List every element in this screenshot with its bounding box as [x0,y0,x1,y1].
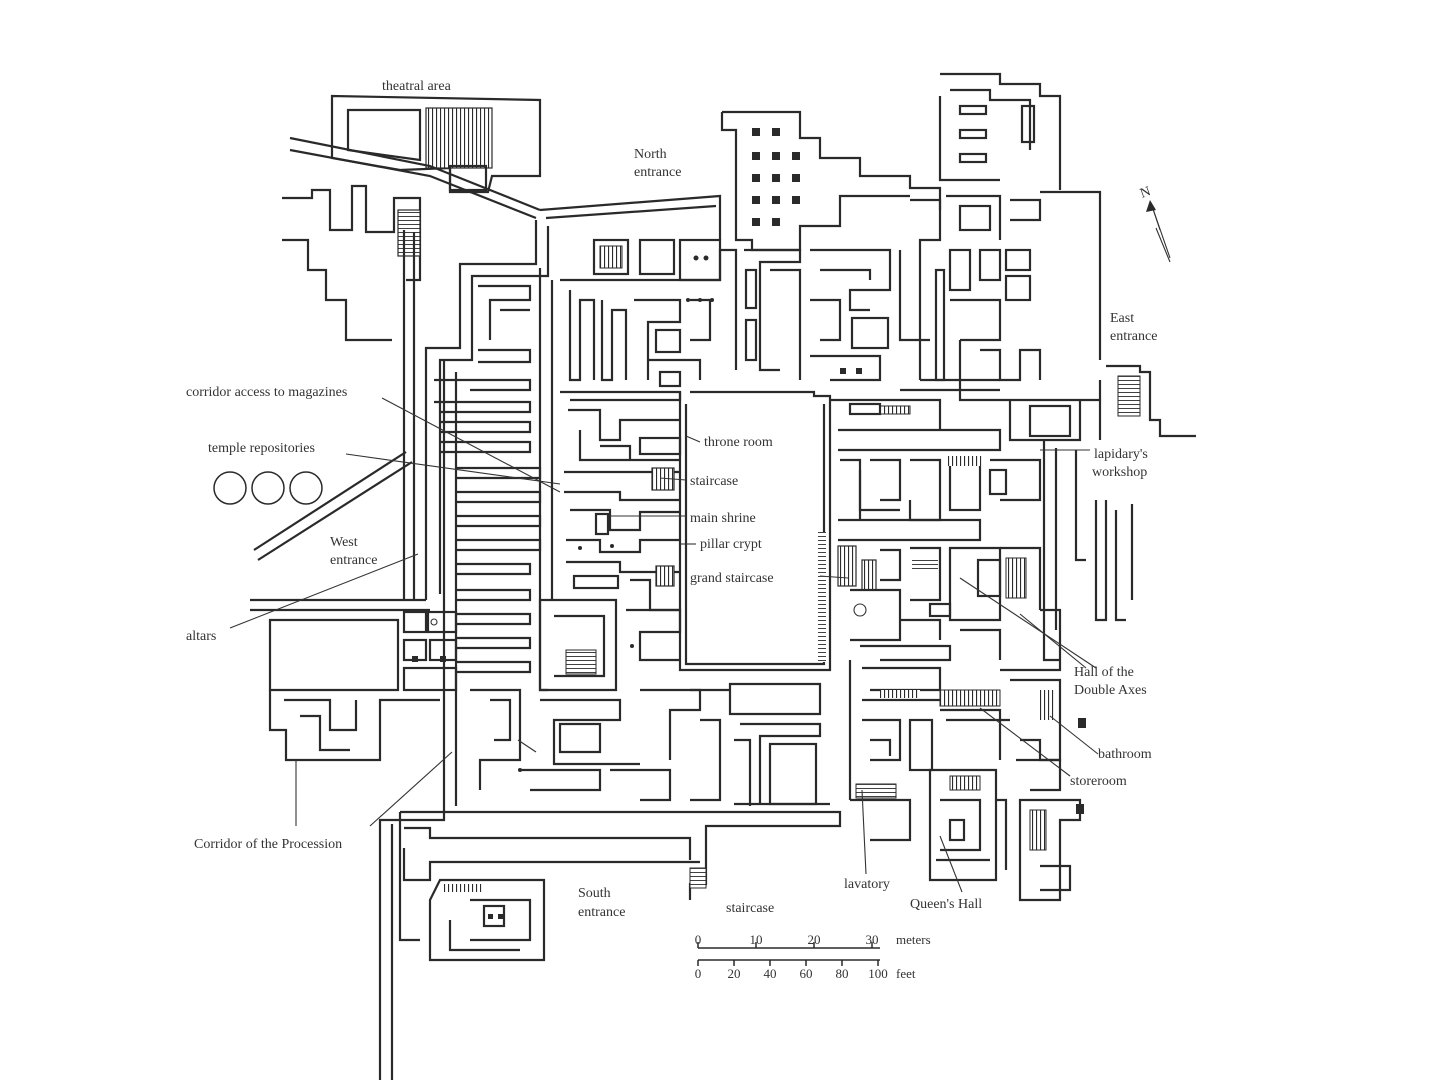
scale-meters-tick-3: 30 [866,932,879,947]
label-staircase-north: staircase [690,474,738,489]
south-entrance-block [428,867,707,962]
label-main-shrine: main shrine [690,511,756,526]
north-arrow-label: N [1138,184,1153,202]
label-east-entrance-line1: East [1110,311,1134,326]
label-theatral-area: theatral area [382,79,452,94]
scale-feet-tick-1: 20 [728,966,741,981]
label-north-entrance-line1: North [634,147,667,162]
label-bathroom: bathroom [1098,747,1152,762]
label-hall-double-axes-line1: Hall of the [1074,665,1134,680]
scale-meters-tick-2: 20 [808,932,821,947]
label-lavatory: lavatory [844,877,890,892]
label-altars: altars [186,629,216,644]
east-entrance-structure [1098,364,1196,440]
scale-meters-tick-0: 0 [695,932,702,947]
label-south-entrance-line1: South [578,886,611,901]
scale-feet-tick-0: 0 [695,966,702,981]
palace-outline [250,220,842,1080]
theatral-area [282,94,542,342]
label-north-entrance-line2: entrance [634,165,681,180]
label-corridor-access: corridor access to magazines [186,385,347,400]
label-lapidary-line2: workshop [1092,465,1147,480]
north-east-wing [744,190,1102,442]
label-west-entrance-line1: West [330,535,358,550]
label-pillar-crypt: pillar crypt [700,537,762,552]
label-throne-room: throne room [704,435,773,450]
scale-feet-tick-3: 60 [800,966,813,981]
north-pillar-hall [539,110,942,252]
label-corridor-procession: Corridor of the Procession [194,837,342,852]
scale-bar: 0 10 20 30 meters 0 20 40 60 80 100 feet [695,932,931,981]
pillar-grid [752,128,800,226]
label-queens-hall: Queen's Hall [910,897,982,912]
residential-quarter [837,545,1062,842]
central-west-rooms [560,238,738,612]
label-grand-staircase: grand staircase [690,571,774,586]
west-diagonal-walls [253,230,416,600]
scale-meters-unit: meters [896,932,931,947]
temple-repositories [213,471,323,505]
south-central-rooms [690,682,830,806]
scale-meters-tick-1: 10 [750,932,763,947]
label-temple-repositories: temple repositories [208,441,315,456]
scale-feet-tick-2: 40 [764,966,777,981]
north-arrow-icon: N [1138,184,1171,259]
scale-feet-unit: feet [896,966,916,981]
leader-lines [229,205,1171,893]
label-storeroom: storeroom [1070,774,1127,789]
scale-feet-tick-5: 100 [868,966,888,981]
label-west-entrance-line2: entrance [330,553,377,568]
label-staircase-south: staircase [726,901,774,916]
north-east-fragments [938,72,1062,190]
label-hall-double-axes-line2: Double Axes [1074,683,1147,698]
west-court [268,610,458,762]
label-east-entrance-line2: entrance [1110,329,1157,344]
central-court [678,390,832,672]
east-central-block [838,428,1134,662]
label-south-entrance-line2: entrance [578,905,625,920]
south-west-block [470,598,722,802]
scale-feet-tick-4: 80 [836,966,849,981]
plan-labels: theatral area North entrance East entran… [186,79,1157,920]
label-lapidary-line1: lapidary's [1094,447,1148,462]
queens-hall-quarter [928,678,1086,902]
